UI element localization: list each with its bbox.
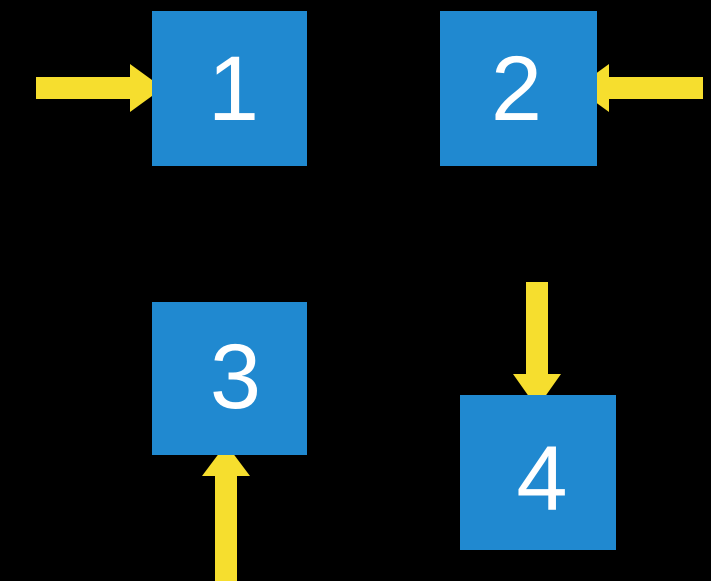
- node-label-4: 4: [516, 427, 568, 530]
- node-label-1: 1: [207, 37, 260, 140]
- node-box-1[interactable]: 1: [152, 11, 307, 166]
- node-label-3: 3: [209, 325, 262, 428]
- arrow-down-icon: [513, 282, 561, 408]
- arrow-left-icon: [576, 64, 703, 112]
- arrow-up-icon: [202, 444, 250, 581]
- arrow-right-icon: [36, 64, 163, 112]
- node-box-4[interactable]: 4: [460, 395, 616, 550]
- node-box-3[interactable]: 3: [152, 302, 307, 455]
- node-box-2[interactable]: 2: [440, 11, 597, 166]
- node-label-2: 2: [490, 37, 543, 140]
